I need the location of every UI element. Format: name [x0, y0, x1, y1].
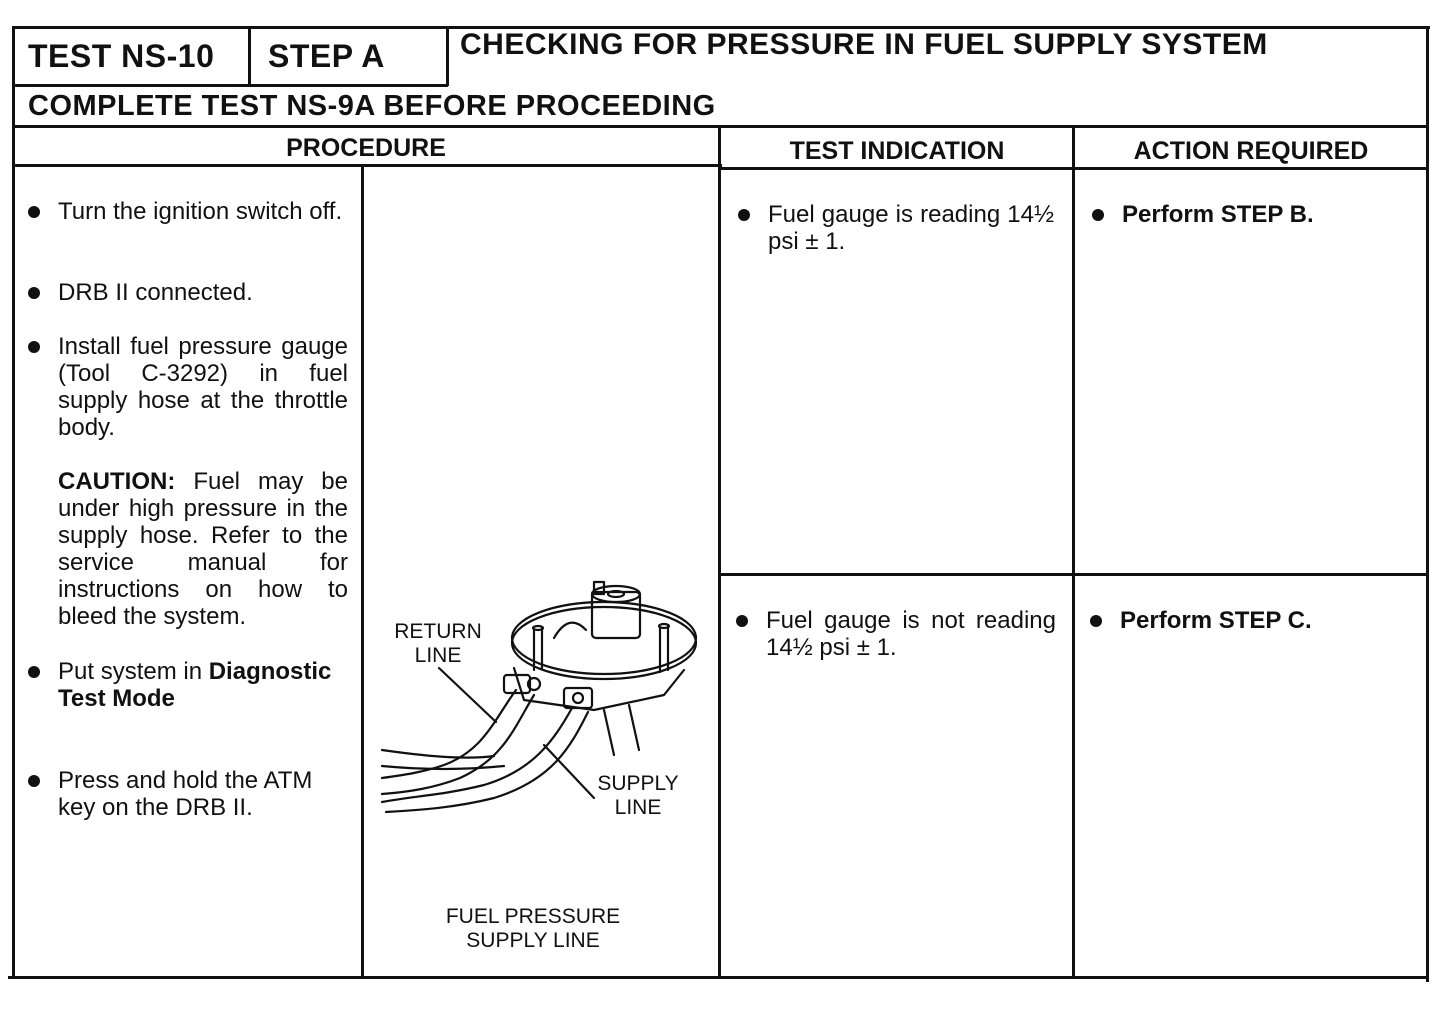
border-right	[1426, 26, 1429, 982]
bullet-icon	[28, 206, 40, 218]
header-box-bottom	[12, 84, 448, 87]
supply-leader	[542, 743, 596, 800]
col-head-procedure: PROCEDURE	[286, 134, 446, 162]
bullet-icon	[28, 666, 40, 678]
action-row-2: Perform STEP C.	[1090, 607, 1410, 634]
header-divider-2	[446, 26, 449, 86]
bullet-icon	[736, 615, 748, 627]
return-line-label: RETURN LINE	[394, 620, 482, 667]
col-head-test-indication: TEST INDICATION	[789, 137, 1005, 165]
indication-row-2: Fuel gauge is not reading 14½ psi ± 1.	[736, 607, 1056, 661]
header-divider-1	[248, 26, 251, 86]
action-row-1: Perform STEP B.	[1092, 201, 1412, 228]
col-head-action-required: ACTION REQUIRED	[1133, 137, 1369, 165]
supply-line-label: SUPPLY LINE	[597, 772, 679, 819]
procedure-step-2: DRB II connected.	[28, 279, 348, 306]
page-title: CHECKING FOR PRESSURE IN FUEL SUPPLY SYS…	[460, 28, 1268, 61]
bullet-icon	[1090, 615, 1102, 627]
border-bottom	[8, 976, 1426, 979]
bullet-icon	[28, 775, 40, 787]
col-divider-indication	[1072, 126, 1075, 978]
indication-row-1: Fuel gauge is reading 14½ psi ± 1.	[738, 201, 1054, 255]
col-divider-figure	[361, 165, 364, 978]
step-label: STEP A	[268, 38, 385, 74]
test-id: TEST NS-10	[28, 38, 215, 74]
col-divider-procedure	[718, 126, 721, 978]
bullet-icon	[28, 341, 40, 353]
procedure-step-1: Turn the ignition switch off.	[28, 198, 348, 225]
procedure-head-bottom	[12, 164, 722, 167]
bullet-icon	[738, 209, 750, 221]
caution-note: CAUTION: Fuel may be under high pressure…	[58, 468, 348, 630]
caution-label: CAUTION:	[58, 468, 176, 495]
border-left	[12, 26, 15, 978]
supply-hose	[380, 706, 574, 804]
bullet-icon	[1092, 209, 1104, 221]
return-leader	[437, 666, 498, 724]
prerequisite-note: COMPLETE TEST NS-9A BEFORE PROCEEDING	[28, 90, 716, 122]
procedure-step-4: Put system in Diagnostic Test Mode	[28, 658, 348, 712]
caution-text: Fuel may be under high pressure in the s…	[58, 468, 348, 630]
fuel-line-diagram	[380, 580, 698, 814]
procedure-step-5: Press and hold the ATM key on the DRB II…	[28, 767, 348, 821]
procedure-step-3: Install fuel pressure gauge (Tool C-3292…	[28, 333, 348, 441]
bullet-icon	[28, 287, 40, 299]
return-hose	[380, 688, 518, 780]
border-top	[12, 26, 1430, 29]
row-divider	[720, 573, 1428, 576]
figure-caption: FUEL PRESSURE SUPPLY LINE	[445, 905, 621, 952]
